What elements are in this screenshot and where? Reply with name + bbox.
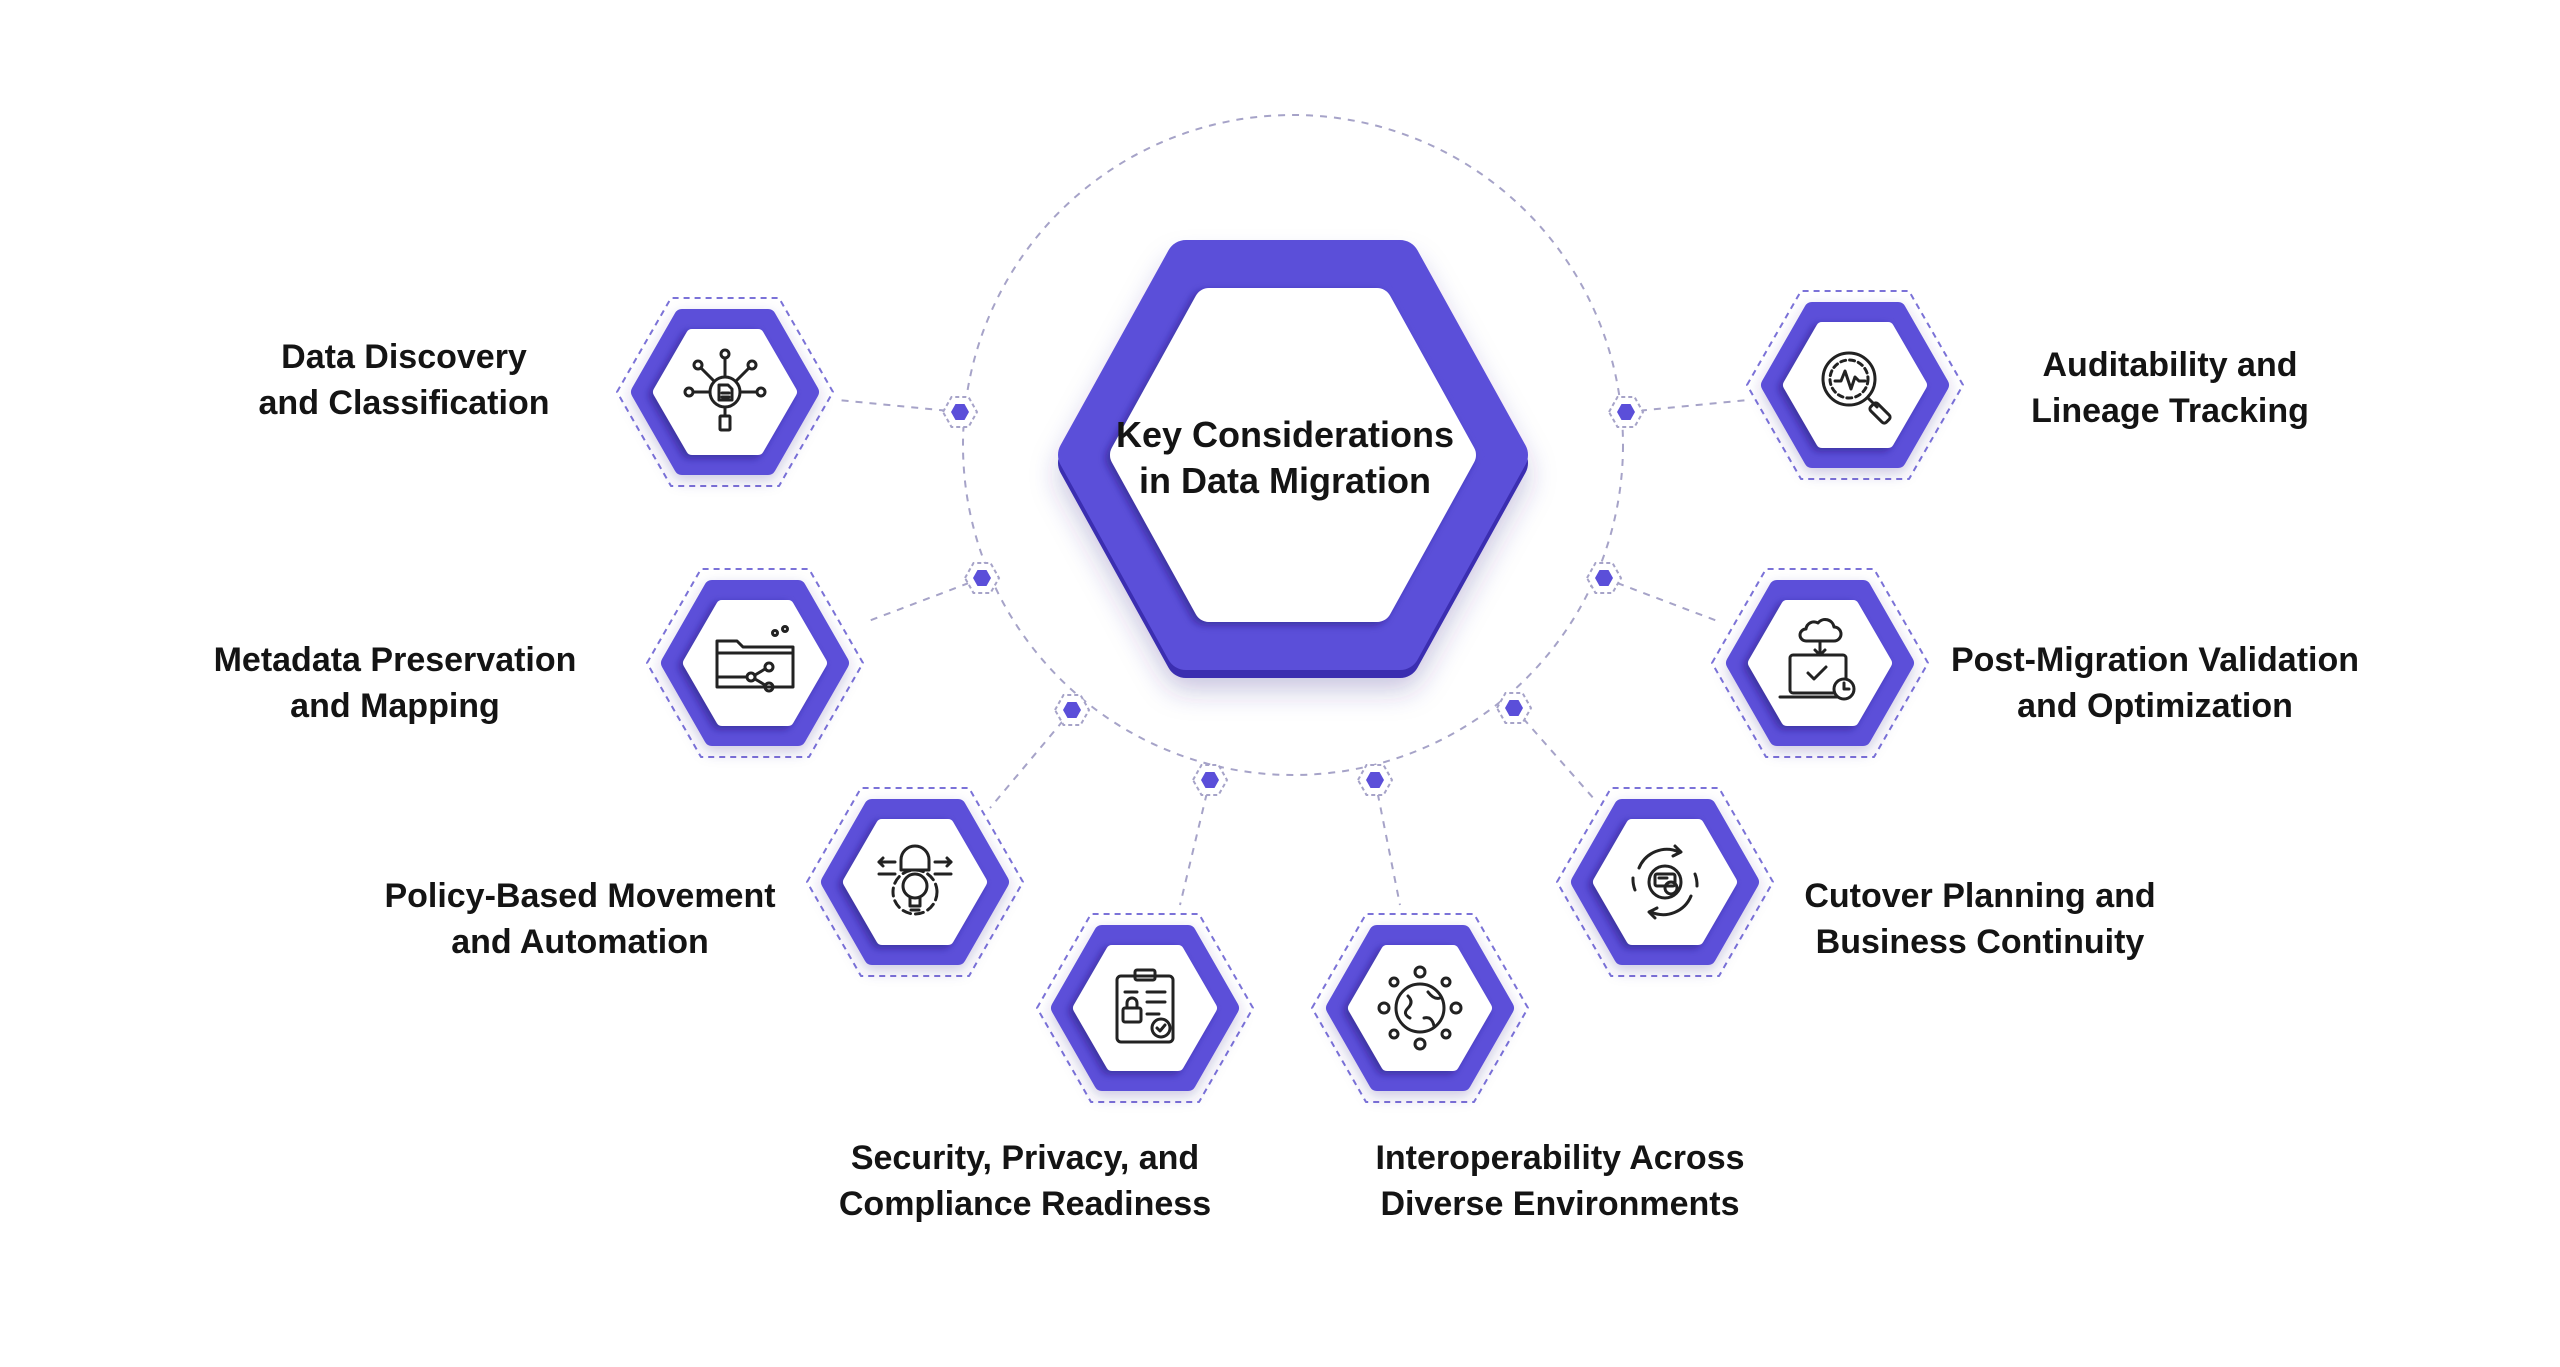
label-line-2: Compliance Readiness	[838, 1185, 1212, 1223]
label-line-2: and Automation	[451, 923, 709, 961]
node-4	[1191, 764, 1229, 796]
node-8	[1607, 396, 1645, 428]
cycle-money-icon	[1631, 844, 1699, 920]
label-line-1: Auditability and	[2042, 346, 2298, 384]
lightbulb-gear-icon	[877, 844, 953, 916]
node-3	[1053, 694, 1091, 726]
label-data-discovery: Data Discovery and Classification	[228, 334, 580, 426]
hex-auditability	[1746, 290, 1964, 480]
label-post-migration: Post-Migration Validation and Optimizati…	[1935, 637, 2375, 729]
globe-network-icon	[1377, 965, 1463, 1051]
network-document-icon	[683, 348, 767, 432]
label-line-2: and Classification	[258, 384, 550, 422]
label-line-1: Security, Privacy, and	[850, 1139, 1200, 1177]
label-line-2: Diverse Environments	[1380, 1185, 1740, 1223]
node-1	[941, 396, 979, 428]
hex-interoperability	[1311, 913, 1529, 1103]
label-interoperability: Interoperability Across Diverse Environm…	[1340, 1135, 1780, 1227]
node-2	[963, 562, 1001, 594]
label-security-privacy: Security, Privacy, and Compliance Readin…	[815, 1135, 1235, 1227]
node-6	[1495, 692, 1533, 724]
magnifier-chart-icon	[1821, 351, 1892, 425]
label-line-1: Policy-Based Movement	[384, 877, 776, 915]
label-policy-based-movement: Policy-Based Movement and Automation	[370, 873, 790, 965]
label-metadata-preservation: Metadata Preservation and Mapping	[195, 637, 595, 729]
hex-policy-based-movement	[806, 787, 1024, 977]
label-line-1: Interoperability Across	[1375, 1139, 1745, 1177]
connector-nodes	[941, 396, 1645, 796]
label-line-2: Lineage Tracking	[2031, 392, 2309, 430]
hex-cutover-planning	[1556, 787, 1774, 977]
center-title-line-1: Key Considerations	[1115, 414, 1455, 455]
orbit-circle	[962, 114, 1624, 776]
label-line-1: Metadata Preservation	[213, 641, 577, 679]
connector-1	[837, 399, 961, 413]
label-cutover-planning: Cutover Planning and Business Continuity	[1780, 873, 2180, 965]
connector-6	[1513, 707, 1596, 801]
label-line-2: Business Continuity	[1815, 923, 2145, 961]
connector-2	[865, 577, 983, 623]
laptop-cloud-check-icon	[1778, 618, 1856, 701]
node-5	[1356, 764, 1394, 796]
label-line-2: and Mapping	[290, 687, 500, 725]
node-7	[1585, 562, 1623, 594]
connector-5	[1374, 779, 1401, 906]
label-line-1: Cutover Planning and	[1804, 877, 2156, 915]
clipboard-lock-icon	[1115, 968, 1175, 1044]
connector-4	[1179, 779, 1211, 906]
connector-7	[1603, 577, 1721, 623]
connector-8	[1625, 399, 1749, 413]
connector-3	[989, 709, 1073, 809]
center-hexagon	[1058, 240, 1528, 678]
label-auditability: Auditability and Lineage Tracking	[2000, 342, 2340, 434]
hex-metadata-preservation	[646, 568, 864, 758]
label-line-2: and Optimization	[2017, 687, 2293, 725]
hex-security-privacy	[1036, 913, 1254, 1103]
hex-data-discovery	[616, 297, 834, 487]
hex-post-migration	[1711, 568, 1929, 758]
connector-lines	[837, 399, 1749, 906]
label-line-1: Post-Migration Validation	[1950, 641, 2360, 679]
label-line-1: Data Discovery	[281, 338, 527, 376]
center-title-line-2: in Data Migration	[1138, 460, 1431, 501]
center-title: Key Considerations in Data Migration	[1105, 412, 1465, 504]
folder-share-icon	[715, 625, 795, 693]
